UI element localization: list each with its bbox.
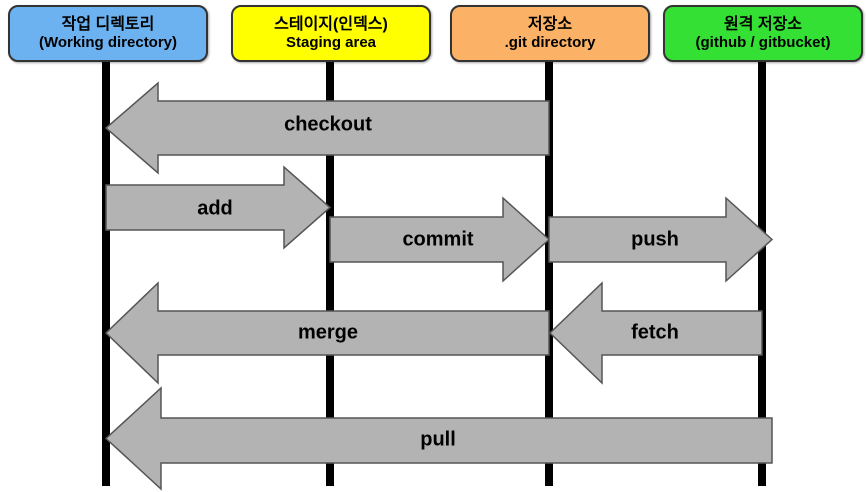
arrow-add: [105, 165, 332, 250]
node-label-en: Staging area: [285, 34, 377, 52]
node-remote-repository[interactable]: 원격 저장소(github / gitbucket): [663, 5, 863, 62]
lifeline-staging-area: [326, 57, 334, 486]
lifeline-working-directory: [102, 57, 110, 486]
lifeline-git-directory: [545, 57, 553, 486]
node-label-ko: 저장소: [527, 15, 573, 33]
arrow-pull: [104, 386, 773, 491]
arrow-merge: [104, 281, 550, 385]
arrow-push: [548, 196, 774, 283]
arrows-group: [104, 81, 774, 491]
arrow-fetch: [548, 281, 763, 385]
node-label-en: (github / gitbucket): [695, 34, 831, 52]
node-label-en: .git directory: [504, 34, 596, 52]
lifeline-remote-repository: [758, 57, 766, 486]
node-label-ko: 원격 저장소: [723, 15, 803, 33]
arrow-commit: [329, 196, 551, 283]
arrow-checkout: [104, 81, 550, 175]
node-staging-area[interactable]: 스테이지(인덱스)Staging area: [231, 5, 431, 62]
node-label-ko: 스테이지(인덱스): [274, 15, 388, 33]
node-label-ko: 작업 디렉토리: [61, 15, 155, 33]
node-git-directory[interactable]: 저장소.git directory: [450, 5, 650, 62]
lifelines-group: [102, 57, 766, 486]
node-working-directory[interactable]: 작업 디렉토리(Working directory): [8, 5, 208, 62]
node-label-en: (Working directory): [38, 34, 178, 52]
